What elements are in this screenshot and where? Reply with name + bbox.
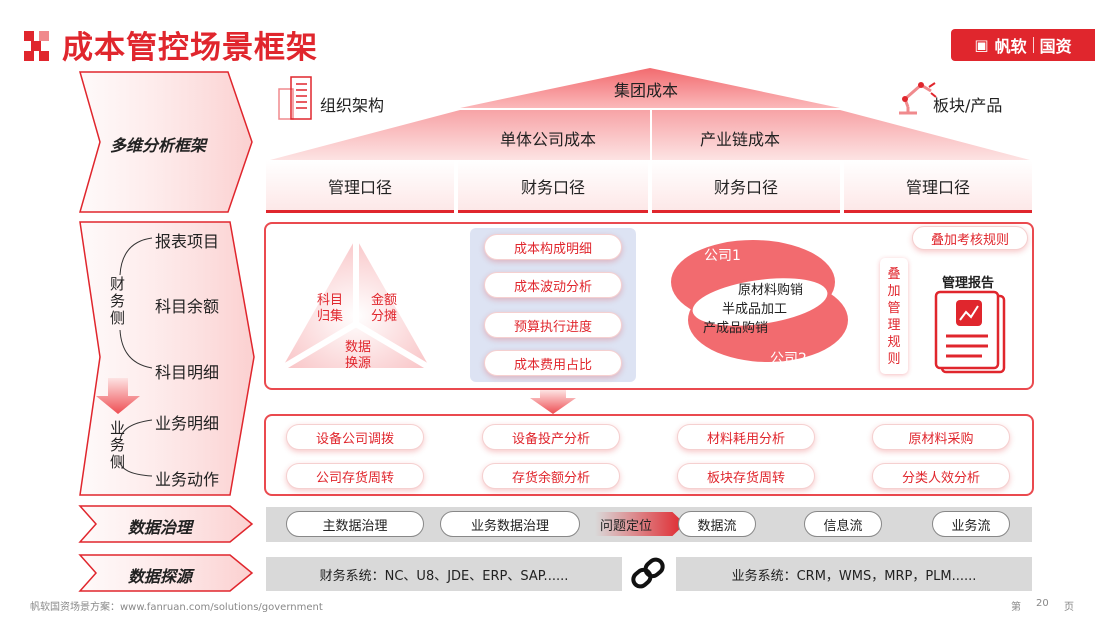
org-structure-label: 组织架构 — [320, 96, 385, 115]
finance-item: 报表项目 — [155, 232, 220, 251]
logo-square — [31, 41, 41, 51]
triangle-label: 金额分摊 — [370, 293, 397, 324]
finance-item: 科目余额 — [155, 297, 220, 316]
company-item: 原材料购销 — [738, 283, 804, 298]
roof-right — [652, 110, 1030, 160]
page-title: 成本管控场景框架 — [62, 30, 318, 66]
triangle-label: 科目归集 — [316, 293, 343, 324]
logo-square — [39, 51, 49, 61]
logo-square — [39, 31, 49, 41]
finance-system-bar: 财务系统：NC、U8、JDE、ERP、SAP...... — [266, 557, 622, 591]
governance-label: 数据治理 — [128, 518, 193, 537]
finance-side-label: 财务侧 — [108, 276, 126, 327]
governance-pill: 业务流 — [932, 511, 1010, 537]
brand-tag: 国资 — [1039, 37, 1072, 56]
company-2-label: 公司2 — [770, 351, 807, 367]
source-label: 数据探源 — [128, 567, 193, 586]
caliber-cell: 财务口径 — [458, 161, 648, 213]
chevron-sides — [79, 221, 255, 496]
analysis-pill: 成本费用占比 — [484, 350, 622, 376]
vertical-rule-label: 叠加管理规则 — [887, 267, 901, 367]
chevron-multi — [79, 71, 253, 213]
business-pill: 存货余额分析 — [482, 463, 620, 489]
caliber-cell: 财务口径 — [652, 161, 840, 213]
vertical-rule-box — [880, 258, 908, 374]
down-arrow-icon — [96, 378, 140, 414]
company-item: 产成品购销 — [703, 321, 769, 336]
triangle-label: 数据换源 — [344, 340, 371, 371]
logo-square — [24, 51, 34, 61]
finance-item: 科目明细 — [155, 363, 220, 382]
governance-pill: 主数据治理 — [286, 511, 424, 537]
analysis-pill: 成本波动分析 — [484, 272, 622, 298]
business-pill: 公司存货周转 — [286, 463, 424, 489]
page-suffix: 页 — [1064, 602, 1074, 613]
building-icon — [278, 76, 312, 120]
segment-product-label: 板块/产品 — [933, 96, 1003, 115]
problem-locate-label: 问题定位 — [600, 519, 653, 534]
analysis-pill: 预算执行进度 — [484, 312, 622, 338]
business-pill: 原材料采购 — [872, 424, 1010, 450]
triangle-diagram — [280, 238, 432, 371]
roof-left — [270, 110, 650, 160]
page-number: 20 — [1036, 598, 1049, 609]
business-bracket — [119, 419, 153, 477]
business-item: 业务动作 — [155, 470, 220, 489]
business-system-bar: 业务系统：CRM，WMS，MRP，PLM...... — [676, 557, 1032, 591]
business-item: 业务明细 — [155, 414, 220, 433]
business-pill: 设备投产分析 — [482, 424, 620, 450]
brand-logo: ▣ 帆软 国资 — [951, 29, 1095, 61]
report-label: 管理报告 — [942, 276, 995, 291]
page-prefix: 第 — [1011, 602, 1021, 613]
business-pill: 板块存货周转 — [677, 463, 815, 489]
logo-square — [24, 31, 34, 41]
chevron-governance — [78, 505, 254, 543]
brand-name: 帆软 — [994, 37, 1027, 56]
problem-locate-arrow — [595, 512, 685, 536]
finance-bracket — [119, 237, 153, 369]
caliber-cell: 管理口径 — [844, 161, 1032, 213]
link-icon — [631, 557, 665, 589]
company-ellipses — [671, 240, 848, 362]
business-side-label: 业务侧 — [108, 420, 126, 471]
industry-chain-cost-label: 产业链成本 — [700, 130, 781, 149]
analysis-pill: 成本构成明细 — [484, 234, 622, 260]
brand-icon: ▣ — [974, 36, 989, 54]
governance-pill: 业务数据治理 — [440, 511, 580, 537]
brand-divider — [1032, 37, 1034, 53]
assessment-rule-pill: 叠加考核规则 — [912, 226, 1028, 250]
governance-pill: 信息流 — [804, 511, 882, 537]
down-arrow-icon — [530, 390, 576, 414]
roof-top — [460, 68, 840, 108]
company-1-label: 公司1 — [704, 248, 741, 264]
footer-url: 帆软国资场景方案：www.fanruan.com/solutions/gover… — [30, 602, 323, 613]
multi-dim-label: 多维分析框架 — [110, 136, 207, 155]
single-company-cost-label: 单体公司成本 — [500, 130, 597, 149]
report-document-icon — [934, 290, 1006, 374]
group-cost-label: 集团成本 — [614, 81, 679, 100]
robot-arm-icon — [899, 82, 937, 115]
company-item: 半成品加工 — [722, 302, 788, 317]
business-pill: 材料耗用分析 — [677, 424, 815, 450]
caliber-cell: 管理口径 — [266, 161, 454, 213]
governance-pill: 数据流 — [678, 511, 756, 537]
business-pill: 分类人效分析 — [872, 463, 1010, 489]
business-pill: 设备公司调拨 — [286, 424, 424, 450]
chevron-source — [78, 554, 254, 592]
